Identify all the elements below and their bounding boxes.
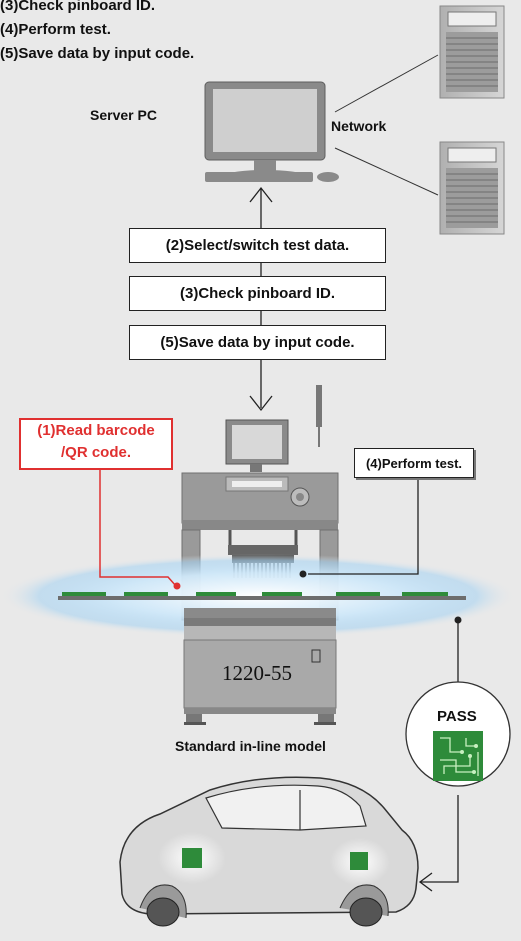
callout-dot-red xyxy=(173,582,181,590)
steps-list: (3)Check pinboard ID. (4)Perform test. (… xyxy=(0,0,194,66)
pass-line-to-car xyxy=(420,795,459,883)
circuit-board-icon xyxy=(433,731,483,781)
server-tower-icon xyxy=(439,5,505,99)
arrow-up-icon xyxy=(249,186,273,203)
read-code-callout: (1)Read barcode /QR code. xyxy=(19,418,173,470)
machine-monitor-icon xyxy=(225,419,289,472)
flow-box-select-test-data: (2)Select/switch test data. xyxy=(129,228,386,263)
steps-list-item: (5)Save data by input code. xyxy=(0,45,195,62)
callout-line xyxy=(308,478,419,575)
pass-label: PASS xyxy=(437,708,477,725)
network-label: Network xyxy=(331,118,387,134)
steps-list-item: (3)Check pinboard ID. xyxy=(0,0,156,14)
arrow-left-icon xyxy=(418,872,433,892)
test-machine-base xyxy=(183,608,337,725)
network-line-top xyxy=(334,54,439,113)
server-pc-label: Server PC xyxy=(90,107,157,123)
pass-dot xyxy=(454,616,462,624)
server-pc-icon xyxy=(204,81,339,182)
car-icon xyxy=(119,776,419,927)
flow-box-save-data: (5)Save data by input code. xyxy=(129,325,386,360)
conveyor-icon xyxy=(58,592,466,600)
callout-line-red xyxy=(99,467,177,587)
steps-list-item: (4)Perform test. xyxy=(0,21,111,38)
read-code-line1: (1)Read barcode xyxy=(37,422,155,439)
read-code-line2: /QR code. xyxy=(60,444,131,461)
arrow-down-icon xyxy=(249,395,273,412)
signal-tower-icon xyxy=(316,385,322,447)
network-line-bottom xyxy=(334,147,439,196)
model-caption: Standard in-line model xyxy=(175,738,326,754)
perform-test-callout: (4)Perform test. xyxy=(354,448,474,478)
callout-dot xyxy=(299,570,307,578)
model-number: 1220-55 xyxy=(222,661,292,685)
flow-box-check-pinboard: (3)Check pinboard ID. xyxy=(129,276,386,311)
server-tower-icon xyxy=(439,141,505,235)
